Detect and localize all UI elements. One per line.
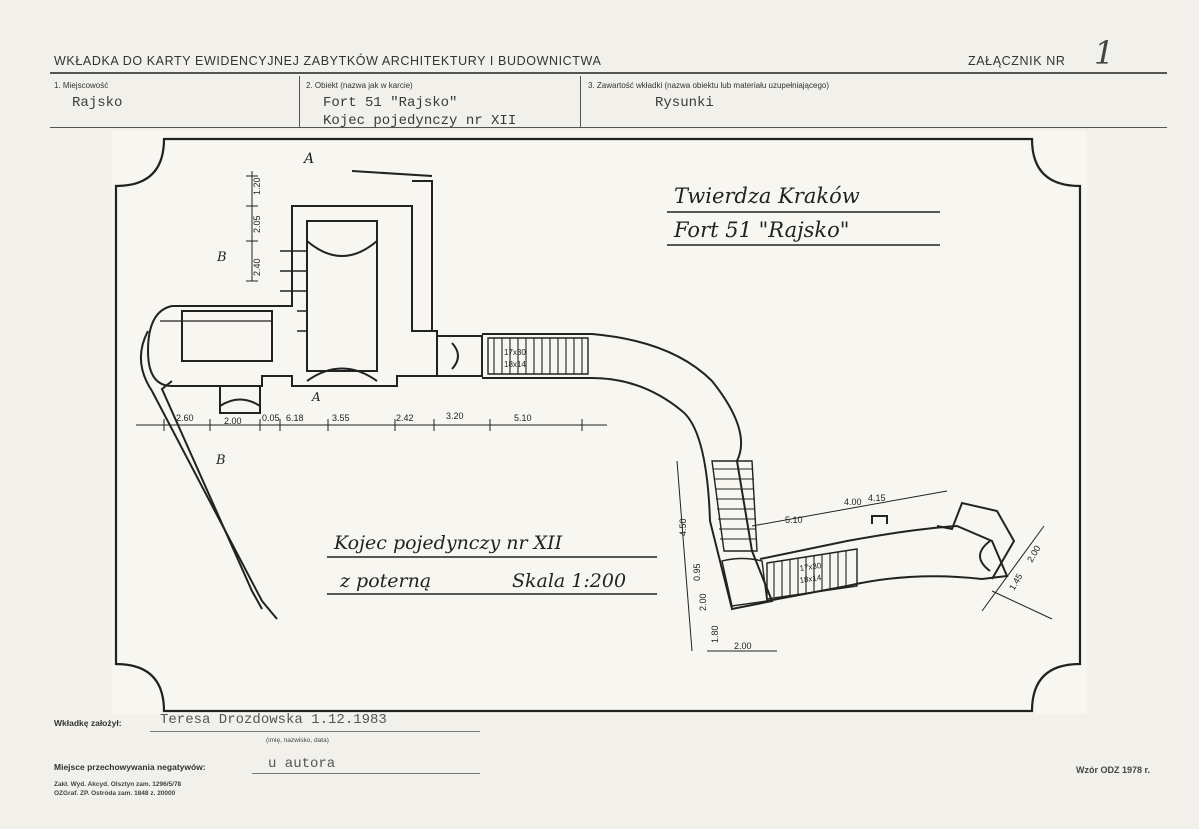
author-value: Teresa Drozdowska 1.12.1983 (160, 712, 387, 728)
object-label: 2. Obiekt (nazwa jak w karcie) (306, 81, 413, 90)
dim-lower-0: 4.50 (678, 518, 688, 536)
caption-scale: Skala 1:200 (512, 570, 626, 592)
dim-h-4: 3.55 (332, 413, 350, 423)
frame-border (114, 137, 1082, 713)
caption-line2: z poterną (339, 570, 431, 592)
content-label: 3. Zawartość wkładki (nazwa obiektu lub … (588, 81, 830, 90)
dim-h-7: 5.10 (514, 413, 532, 423)
stair-upper-1: 17x30 (504, 348, 526, 357)
dim-end-0: 1.45 (1007, 572, 1024, 592)
dimension-lines (136, 171, 1053, 652)
sheet-title: WKŁADKA DO KARTY EWIDENCYJNEJ ZABYTKÓW A… (54, 54, 602, 68)
section-a-bottom: A (311, 390, 321, 404)
dim-h-1: 2.00 (224, 416, 242, 426)
dim-tunnel-0: 5.10 (785, 515, 803, 525)
section-b-bottom: B (215, 453, 226, 468)
locality-value: Rajsko (72, 95, 123, 111)
dim-v-0: 1.20 (252, 177, 262, 195)
dim-h-6: 3.20 (446, 411, 464, 421)
stair-lower-2: 18x14 (799, 573, 822, 585)
dim-lower-3: 1.80 (710, 625, 720, 643)
object-value-line1: Fort 51 "Rajsko" (323, 95, 458, 111)
annex-label: ZAŁĄCZNIK NR (968, 54, 1066, 68)
author-hint: (imię, nazwisko, data) (266, 737, 329, 744)
object-value-line2: Kojec pojedynczy nr XII (323, 113, 517, 129)
form-stamp: Wzór ODZ 1978 r. (1076, 765, 1151, 775)
author-label: Wkładkę założył: (54, 718, 122, 728)
annex-number: 1 (1094, 34, 1115, 72)
dim-lower-1: 0.95 (692, 563, 702, 581)
dim-end-1: 2.00 (1025, 544, 1042, 564)
negatives-label: Miejsce przechowywania negatywów: (54, 762, 206, 772)
dim-h-3: 6.18 (286, 413, 304, 423)
author-underline (150, 731, 480, 732)
print-line1: Zakł. Wyd. Akcyd. Olsztyn zam. 1296/5/78 (54, 781, 182, 788)
locality-label: 1. Miejscowość (54, 81, 109, 90)
dim-v-2: 2.40 (252, 258, 262, 276)
section-b-top: B (216, 250, 227, 265)
field-divider-2 (580, 76, 581, 127)
header-rule (50, 72, 1167, 74)
caption-line1: Kojec pojedynczy nr XII (333, 532, 563, 554)
section-a-top: A (302, 151, 314, 167)
drawing-title-block: Twierdza Kraków Fort 51 "Rajsko" (667, 184, 940, 246)
content-value: Rysunki (655, 95, 714, 111)
dim-tunnel-2: 4.15 (868, 493, 886, 503)
dim-v-1: 2.05 (252, 215, 262, 233)
stair-hatching (493, 338, 847, 597)
dim-lower-4: 2.00 (734, 641, 752, 651)
fields-rule (50, 127, 1167, 129)
section-markers: A A B B (215, 151, 321, 468)
negatives-value: u autora (268, 756, 336, 772)
dim-h-5: 2.42 (396, 413, 414, 423)
dim-lower-2: 2.00 (698, 593, 708, 611)
negatives-underline (252, 773, 480, 774)
drawing-title-line1: Twierdza Kraków (674, 184, 860, 208)
drawing-photo: A A B B 2.60 2.00 0.05 6.18 3.55 2.42 3.… (112, 131, 1087, 714)
stair-upper-2: 18x14 (504, 360, 526, 369)
field-divider-1 (299, 76, 300, 127)
casemate-outline (146, 205, 438, 387)
print-line2: OZGraf. ZP. Ostróda zam. 1848 z. 20000 (54, 790, 176, 797)
stair-lower-1: 17x30 (799, 561, 822, 573)
dim-h-2: 0.05 (262, 413, 280, 423)
dim-tunnel-1: 4.00 (844, 497, 862, 507)
drawing-caption-block: Kojec pojedynczy nr XII z poterną Skala … (327, 532, 657, 595)
fort-plan-drawing: A A B B 2.60 2.00 0.05 6.18 3.55 2.42 3.… (114, 137, 1082, 713)
drawing-title-line2: Fort 51 "Rajsko" (673, 218, 849, 242)
fort-plan (139, 170, 1016, 620)
dim-h-0: 2.60 (176, 413, 194, 423)
